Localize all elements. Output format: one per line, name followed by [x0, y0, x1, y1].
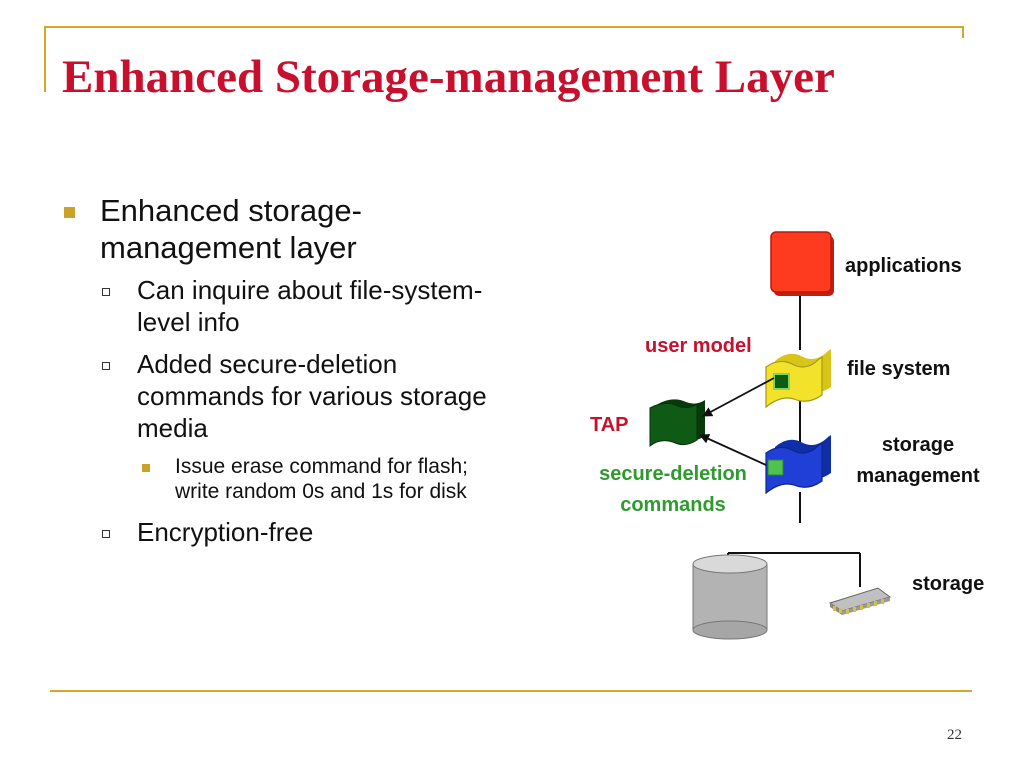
user-model-module [773, 373, 790, 390]
storage-management-label-line2: management [856, 465, 980, 487]
bullet-text: Added secure-deletion commands for vario… [137, 349, 487, 443]
bullet-text: Enhanced storage-management layer [100, 193, 362, 265]
frame-right-line [962, 26, 964, 38]
storage-label: storage [912, 573, 985, 595]
frame-bottom-line [50, 690, 972, 692]
storage-stack-diagram: applications file system storage managem… [560, 220, 1010, 650]
frame-top-line [44, 26, 964, 28]
storage-management-box [765, 435, 831, 495]
user-model-arrow [702, 377, 775, 417]
bullet-level1: Enhanced storage-management layer [62, 192, 502, 266]
disk-cylinder-icon [692, 554, 768, 640]
hollow-square-bullet-icon [102, 530, 110, 538]
flash-chip-icon [828, 587, 892, 615]
bullet-text: Can inquire about file-system-level info [137, 275, 483, 337]
bullet-level3: Issue erase command for flash; write ran… [62, 454, 502, 504]
bullet-list: Enhanced storage-management layer Can in… [62, 192, 502, 558]
hollow-square-bullet-icon [102, 288, 110, 296]
bullet-text: Encryption-free [137, 517, 314, 547]
square-bullet-icon [142, 464, 150, 472]
applications-box [770, 231, 834, 296]
applications-label: applications [845, 255, 962, 277]
secure-deletion-label-line2: commands [620, 494, 726, 516]
square-bullet-icon [64, 207, 75, 218]
tap-box [649, 399, 705, 448]
storage-management-label-line1: storage [881, 434, 955, 456]
secure-deletion-arrow [699, 434, 767, 466]
tap-label: TAP [590, 414, 629, 436]
bullet-level2: Added secure-deletion commands for vario… [62, 348, 502, 444]
bullet-level2: Encryption-free [62, 516, 502, 548]
hollow-square-bullet-icon [102, 362, 110, 370]
secure-deletion-label-line1: secure-deletion [599, 463, 747, 485]
secure-deletion-module [767, 459, 784, 476]
bullet-level2: Can inquire about file-system-level info [62, 274, 502, 338]
frame-left-line [44, 26, 46, 92]
user-model-label: user model [645, 335, 752, 357]
page-number: 22 [947, 727, 962, 743]
diagram-graphics [649, 231, 892, 640]
slide-title: Enhanced Storage-management Layer [62, 51, 835, 103]
file-system-label: file system [847, 358, 951, 380]
bullet-text: Issue erase command for flash; write ran… [175, 455, 468, 503]
file-system-box [765, 349, 831, 409]
